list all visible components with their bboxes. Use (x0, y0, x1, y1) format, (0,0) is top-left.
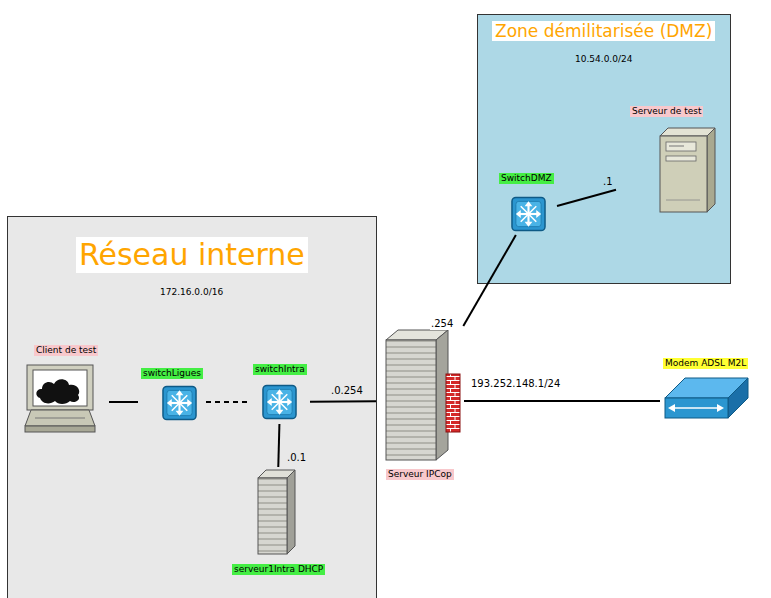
network-link (464, 400, 660, 402)
ip-address-label: .0.1 (286, 452, 307, 464)
network-link (310, 400, 376, 402)
subnet-address: 10.54.0.0/24 (575, 54, 632, 65)
device-label: switchIntra (253, 364, 307, 375)
ip-address-label: .0.254 (330, 385, 364, 397)
device-label: Modem ADSL M2L (663, 358, 748, 369)
device-label: serveur1Intra DHCP (232, 564, 325, 575)
network-link (557, 190, 616, 206)
network-link (206, 401, 250, 403)
device-label: Serveur de test (630, 106, 703, 117)
ip-address-label: .254 (430, 318, 454, 330)
network-link (463, 235, 516, 326)
device-label: Client de test (34, 345, 98, 356)
zone-title: Réseau interne (76, 237, 308, 273)
ip-address-label: .1 (602, 176, 614, 188)
zone-title: Zone démilitarisée (DMZ) (492, 21, 715, 41)
ip-address-label: 193.252.148.1/24 (470, 378, 561, 390)
device-label: Serveur IPCop (386, 469, 454, 480)
subnet-address: 172.16.0.0/16 (160, 287, 223, 298)
device-label: switchLigues (141, 368, 203, 379)
network-link (278, 424, 279, 467)
network-link (109, 401, 138, 403)
device-label: SwitchDMZ (499, 173, 554, 184)
